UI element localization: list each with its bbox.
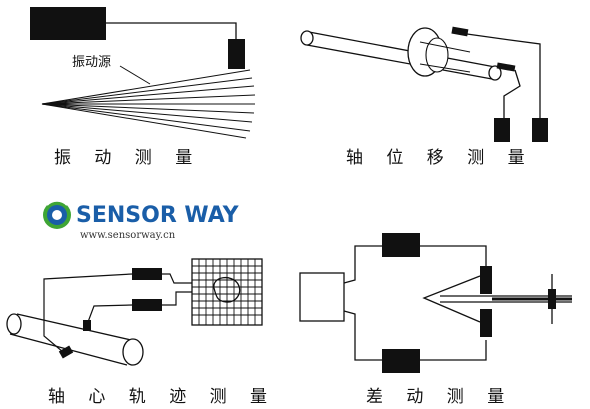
differential-cable-top bbox=[343, 245, 382, 284]
differential-sensor-top bbox=[382, 233, 420, 257]
orbit-cable-bottom-right bbox=[162, 291, 192, 306]
vibration-source-leader bbox=[119, 65, 151, 85]
axial-probe-top bbox=[451, 26, 469, 37]
orbit-shaft-end-right bbox=[122, 338, 144, 366]
axial-sensor-left bbox=[494, 118, 510, 142]
vibration-fan-lines bbox=[41, 69, 256, 139]
differential-sensor-bottom bbox=[382, 349, 420, 373]
vibration-source-label: 振动源 bbox=[72, 55, 111, 70]
orbit-cable-bottom bbox=[87, 304, 133, 323]
axial-sensor-right bbox=[532, 118, 548, 142]
axial-shaft-end-left bbox=[300, 30, 314, 46]
sensorway-logo: SENSOR WAY www.sensorway.cn bbox=[43, 199, 240, 241]
differential-probe-top bbox=[480, 266, 492, 294]
differential-monitor-box bbox=[299, 272, 345, 322]
orbit-grid-display bbox=[191, 258, 263, 326]
orbit-probe-side bbox=[58, 345, 74, 359]
axial-cable-2 bbox=[503, 69, 521, 118]
orbit-cable-top bbox=[43, 273, 133, 353]
logo-url-text: www.sensorway.cn bbox=[80, 230, 176, 241]
orbit-probe-top bbox=[83, 320, 91, 331]
vibration-monitor-box bbox=[30, 7, 106, 40]
differential-collar-block bbox=[548, 289, 556, 309]
orbit-sensor-top bbox=[132, 268, 162, 280]
orbit-panel: 轴 心 轨 迹 测 量 bbox=[6, 258, 276, 407]
orbit-trajectory bbox=[213, 277, 241, 303]
differential-probe-bottom bbox=[480, 309, 492, 337]
differential-panel: 差 动 测 量 bbox=[299, 233, 572, 407]
orbit-caption: 轴 心 轨 迹 测 量 bbox=[48, 387, 276, 407]
vibration-probe bbox=[228, 39, 245, 69]
axial-shaft-end-right bbox=[488, 65, 502, 81]
logo-emblem-inner bbox=[52, 210, 62, 220]
vibration-cable bbox=[106, 22, 237, 40]
differential-cable-bottom bbox=[343, 310, 382, 361]
vibration-panel: 振动源 振 动 测 量 bbox=[30, 7, 256, 168]
differential-cable-bottom-right bbox=[420, 340, 487, 361]
axial-panel: 轴 位 移 测 量 bbox=[300, 26, 548, 168]
orbit-shaft bbox=[9, 313, 132, 366]
orbit-cable-top-right bbox=[162, 273, 192, 284]
axial-caption: 轴 位 移 测 量 bbox=[346, 148, 534, 168]
differential-caption: 差 动 测 量 bbox=[366, 387, 513, 407]
logo-brand-text: SENSOR WAY bbox=[76, 203, 240, 228]
axial-probe-end bbox=[496, 62, 516, 72]
orbit-sensor-bottom bbox=[132, 299, 162, 311]
differential-cone bbox=[422, 275, 481, 323]
axial-cable-1 bbox=[466, 33, 541, 118]
orbit-shaft-end-left bbox=[6, 313, 22, 335]
vibration-caption: 振 动 测 量 bbox=[54, 148, 201, 168]
axial-shaft bbox=[306, 31, 496, 80]
differential-cable-top-right bbox=[420, 245, 487, 268]
